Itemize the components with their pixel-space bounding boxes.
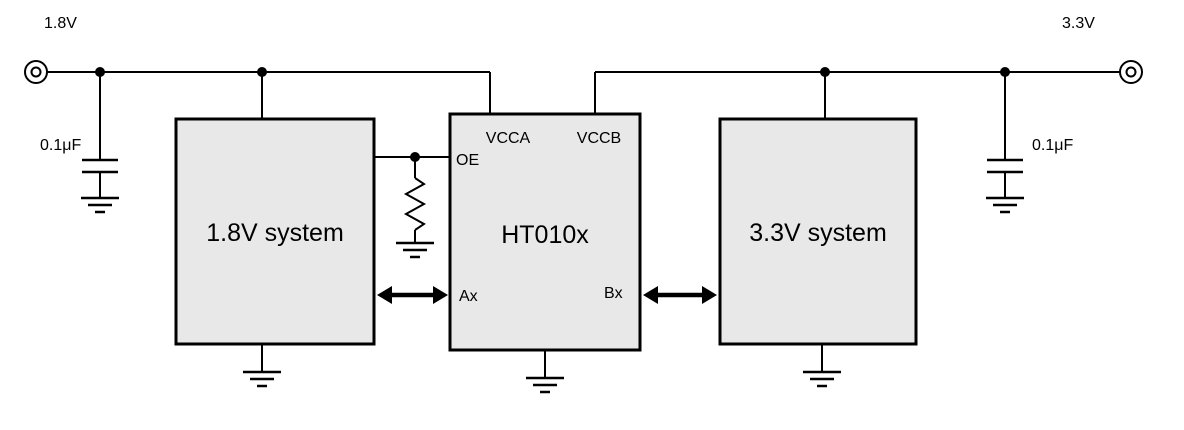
arrowhead-right-icon: [702, 286, 717, 304]
right-system-label: 3.3V system: [749, 219, 887, 247]
left-cap-ground-icon: [81, 196, 119, 214]
right-system-ground-icon: [803, 370, 841, 388]
level-shifter-block: [448, 112, 642, 352]
junction-dot: [820, 67, 830, 77]
junction-dot: [1000, 67, 1010, 77]
pin-ax-label: Ax: [459, 288, 478, 305]
junction-dot: [257, 67, 267, 77]
bx-bus-arrow: [643, 286, 717, 304]
arrowhead-left-icon: [377, 286, 392, 304]
left-supply-label: 1.8V: [44, 15, 77, 32]
resistor-ground-icon: [396, 241, 434, 259]
pin-oe-label: OE: [456, 152, 479, 169]
junction-dot: [410, 152, 420, 162]
left-system-ground-icon: [243, 370, 281, 388]
junction-dot: [95, 67, 105, 77]
left-system-label: 1.8V system: [206, 219, 344, 247]
ax-bus-arrow: [377, 286, 448, 304]
right-cap-ground-icon: [986, 196, 1024, 214]
right-decoupling-capacitor: [987, 158, 1023, 174]
terminal-inner-ring-icon: [1125, 66, 1137, 78]
oe-resistor: [403, 177, 427, 231]
shifter-ground-icon: [526, 376, 564, 394]
pin-vcca-label: VCCA: [486, 130, 531, 147]
arrowhead-right-icon: [433, 286, 448, 304]
left-system-block: [174, 117, 376, 346]
arrowhead-left-icon: [643, 286, 658, 304]
junction-dots: [95, 67, 1010, 162]
left-cap-value-label: 0.1μF: [40, 137, 81, 154]
terminal-inner-ring-icon: [30, 66, 42, 78]
right-system-block: [718, 117, 918, 346]
pin-vccb-label: VCCB: [577, 130, 621, 147]
pin-bx-label: Bx: [604, 285, 623, 302]
left-decoupling-capacitor: [82, 158, 118, 174]
left-supply-terminal: [24, 60, 48, 84]
right-supply-label: 3.3V: [1062, 15, 1095, 32]
right-cap-value-label: 0.1μF: [1032, 137, 1073, 154]
right-supply-terminal: [1119, 60, 1143, 84]
level-shifter-label: HT010x: [501, 221, 589, 249]
